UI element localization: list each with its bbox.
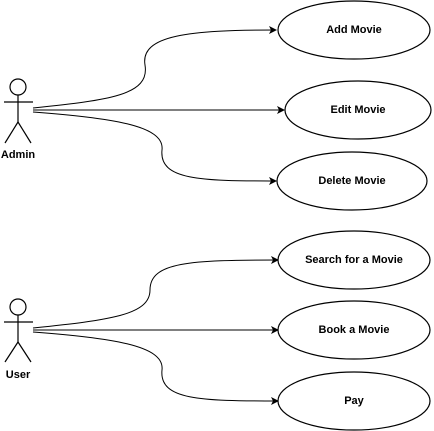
association-admin-add-movie[interactable] [32, 26, 277, 109]
association-admin-delete-movie[interactable] [32, 111, 277, 185]
actor-user-head [9, 298, 27, 316]
actor-admin-figure[interactable] [4, 78, 33, 144]
actor-admin-label: Admin [0, 149, 36, 161]
usecase-pay-label: Pay [344, 395, 364, 407]
usecase-add-movie[interactable] [277, 0, 431, 60]
usecase-pay[interactable] [277, 371, 431, 431]
usecase-book-movie[interactable] [277, 300, 431, 360]
actor-user-figure[interactable] [4, 298, 33, 363]
usecase-edit-movie-label: Edit Movie [330, 104, 386, 116]
association-user-search-movie[interactable] [32, 256, 279, 329]
actor-user-left-leg [4, 341, 19, 363]
actor-user-right-leg [17, 341, 32, 363]
usecase-search-movie[interactable] [277, 230, 431, 290]
actor-admin-right-leg [17, 121, 32, 144]
usecase-add-movie-label: Add Movie [326, 24, 382, 36]
usecase-edit-movie[interactable] [284, 80, 432, 140]
usecase-delete-movie-label: Delete Movie [318, 175, 386, 187]
actor-user-label: User [5, 369, 31, 381]
usecase-search-movie-label: Search for a Movie [305, 254, 403, 266]
usecase-delete-movie[interactable] [276, 151, 428, 211]
actor-admin-head [9, 78, 27, 96]
actor-admin-left-leg [4, 121, 19, 144]
association-user-pay[interactable] [32, 331, 279, 405]
usecase-book-movie-label: Book a Movie [318, 324, 390, 336]
